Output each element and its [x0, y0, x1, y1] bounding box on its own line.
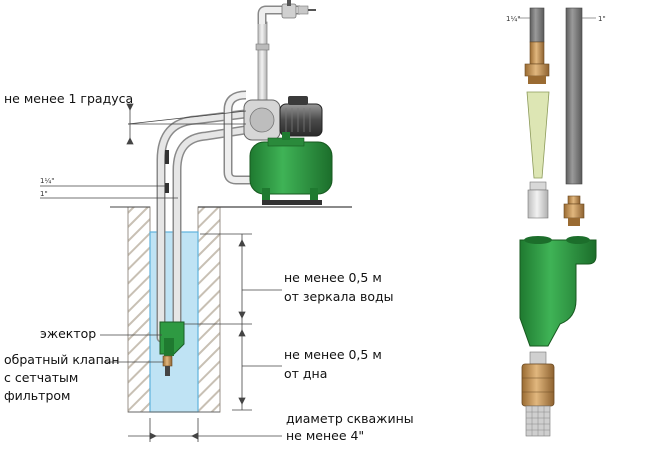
valve-line1: обратный клапан: [4, 352, 120, 367]
diameter-line1: диаметр скважины: [286, 411, 414, 426]
diameter-line2: не менее 4": [286, 428, 365, 443]
kit-fittings: [519, 41, 597, 437]
above-bottom-line2: от дна: [284, 366, 328, 381]
well-shaft: [110, 206, 352, 413]
pipe-b-label: 1": [40, 190, 48, 198]
kit-pipes: [518, 7, 596, 185]
above-water-line2: от зеркала воды: [284, 289, 394, 304]
valve-line3: фильтром: [4, 388, 71, 403]
left-wall: [127, 206, 151, 413]
pump-station: [223, 0, 333, 205]
slope-label: не менее 1 градуса: [4, 91, 134, 106]
valve-line2: с сетчатым: [4, 370, 79, 385]
right-wall: [197, 206, 221, 413]
above-water-line1: не менее 0,5 м: [284, 270, 382, 285]
well-pipes: [156, 109, 250, 343]
pressure-tank: [249, 141, 333, 195]
dimension-lines: [40, 103, 282, 442]
pipe-a-label: 1¼": [40, 177, 55, 185]
kit-pipe-a-label: 1¼": [506, 15, 521, 23]
ejector: [159, 321, 185, 356]
check-valve: [162, 355, 173, 376]
ejector-label: эжектор: [40, 326, 97, 341]
above-bottom-line1: не менее 0,5 м: [284, 347, 382, 362]
kit-pipe-b-label: 1": [598, 15, 606, 23]
